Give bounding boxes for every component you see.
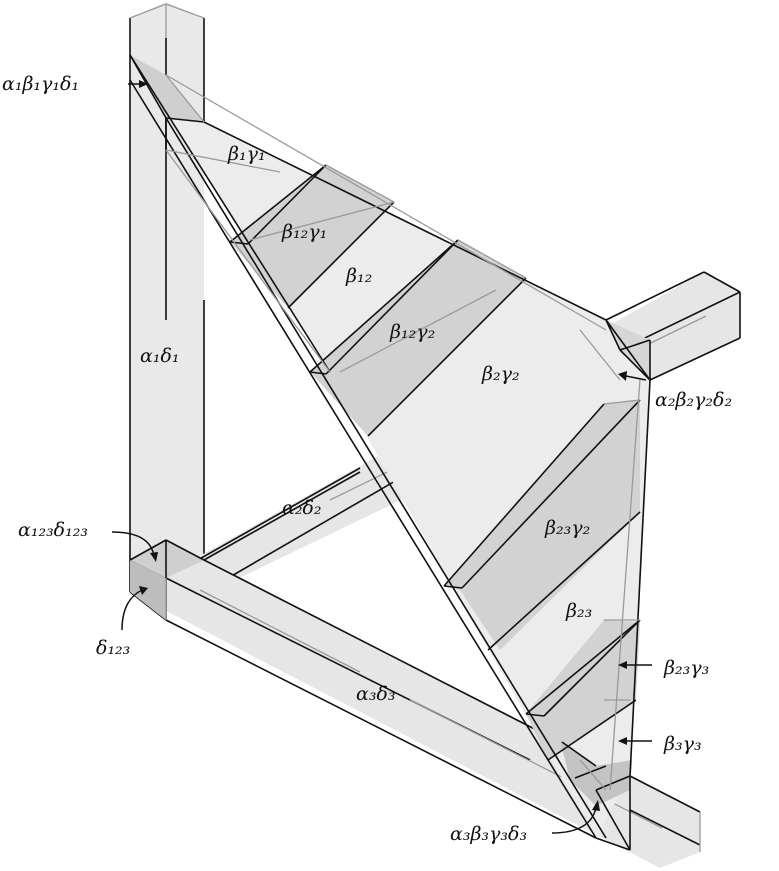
label-beta1-gamma1: β₁γ₁ — [227, 143, 266, 165]
bottom-bar-alpha3 — [129, 540, 701, 868]
label-alpha2-beta2-gamma2-delta2: α₂β₂γ₂δ₂ — [655, 389, 732, 411]
label-alpha1-delta1: α₁δ₁ — [140, 345, 180, 367]
label-alpha3-delta3: α₃δ₃ — [356, 683, 396, 705]
prism-body — [130, 55, 650, 838]
labels: α₁β₁γ₁δ₁ β₁γ₁ β₁₂γ₁ β₁₂ β₁₂γ₂ α₁δ₁ β₂γ₂ … — [2, 73, 732, 845]
label-beta12-gamma1: β₁₂γ₁ — [281, 221, 327, 243]
label-beta23: β₂₃ — [565, 600, 592, 622]
vertical-bar — [129, 2, 205, 575]
hidden-lines — [165, 74, 641, 791]
label-beta23-gamma2: β₂₃γ₂ — [544, 517, 590, 539]
arrows — [111, 80, 652, 834]
label-alpha1-beta1-gamma1-delta1: α₁β₁γ₁δ₁ — [2, 73, 79, 95]
label-delta123: δ₁₂₃ — [96, 637, 130, 659]
label-alpha3-beta3-gamma3-delta3: α₃β₃γ₃δ₃ — [450, 823, 527, 845]
label-alpha2-delta2: α₂δ₂ — [282, 497, 322, 519]
label-beta12-gamma2: β₁₂γ₂ — [389, 321, 435, 343]
label-beta23-gamma3: β₂₃γ₃ — [663, 657, 709, 679]
label-beta12: β₁₂ — [345, 265, 372, 287]
label-beta2-gamma2: β₂γ₂ — [481, 363, 520, 385]
label-alpha123-delta123: α₁₂₃δ₁₂₃ — [18, 519, 88, 541]
label-beta3-gamma3: β₃γ₃ — [663, 733, 702, 755]
